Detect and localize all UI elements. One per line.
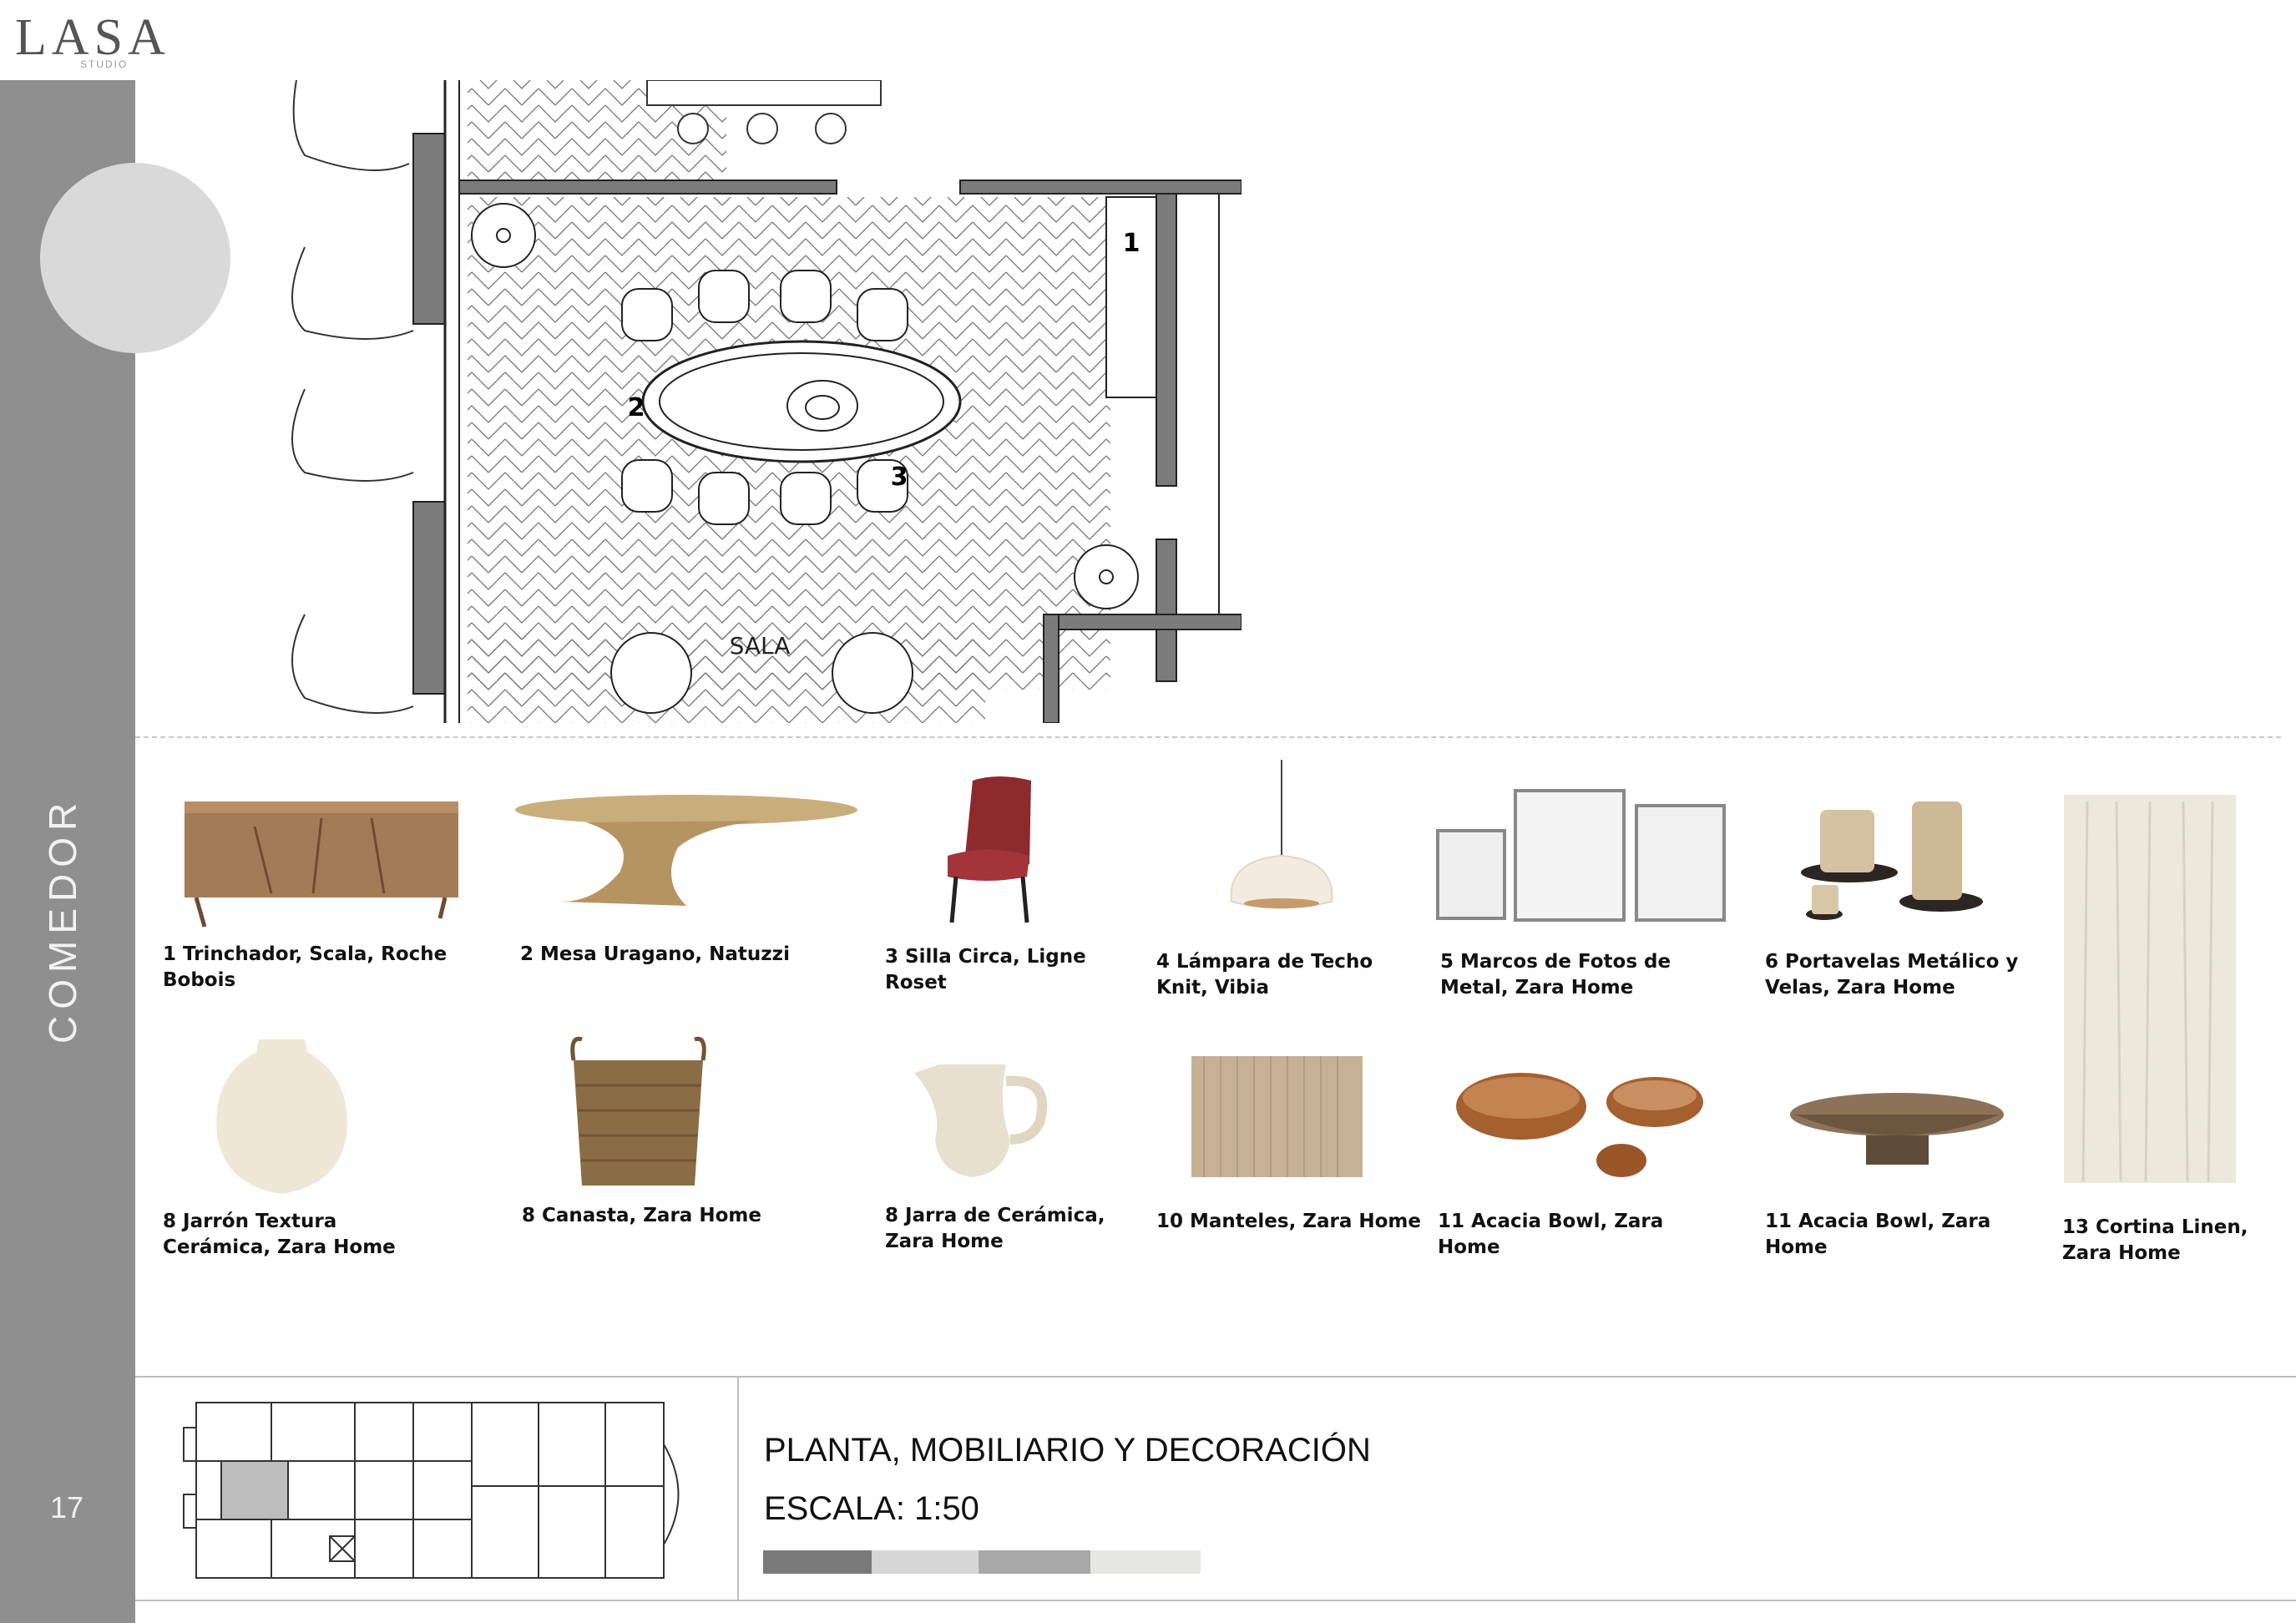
- footer-top-line: [135, 1376, 2296, 1378]
- item-caption-5: 5 Marcos de Fotos de Metal, Zara Home: [1440, 951, 1671, 999]
- lamp-image: [1230, 760, 1333, 909]
- plan-label-2: 2: [628, 393, 645, 422]
- chair-image: [948, 776, 1031, 923]
- plan-label-3: 3: [891, 463, 908, 492]
- item-caption-8-vase: 8 Jarrón Textura Cerámica, Zara Home: [163, 1211, 396, 1258]
- item-caption-11a: 11 Acacia Bowl, Zara Home: [1438, 1211, 1664, 1258]
- item-caption-8-pitcher: 8 Jarra de Cerámica, Zara Home: [885, 1205, 1105, 1252]
- color-swatch-1: [763, 1550, 872, 1574]
- sideboard-image: [185, 801, 458, 928]
- item-caption-13: 13 Cortina Linen, Zara Home: [2062, 1216, 2248, 1264]
- section-divider: [135, 736, 2281, 738]
- item-caption-4: 4 Lámpara de Techo Knit, Vibia: [1156, 951, 1373, 999]
- item-caption-8-basket: 8 Canasta, Zara Home: [522, 1205, 761, 1226]
- item-caption-3: 3 Silla Circa, Ligne Roset: [885, 946, 1086, 994]
- brand-logo-sub: STUDIO: [80, 58, 129, 70]
- pitcher-image: [914, 1064, 1048, 1177]
- table-image: [515, 795, 857, 906]
- placemats-image: [1191, 1056, 1363, 1177]
- color-swatch-2: [872, 1550, 979, 1574]
- basket-image: [570, 1036, 706, 1186]
- acacia-bowl-stand-image: [1790, 1093, 2004, 1165]
- vase-image: [216, 1039, 347, 1194]
- item-caption-6: 6 Portavelas Metálico y Velas, Zara Home: [1765, 951, 2019, 999]
- footer-scale: ESCALA: 1:50: [764, 1490, 979, 1527]
- item-caption-11b: 11 Acacia Bowl, Zara Home: [1765, 1211, 1991, 1258]
- curtain-image: [2064, 795, 2236, 1183]
- plan-label-1: 1: [1123, 229, 1140, 258]
- item-caption-10: 10 Manteles, Zara Home: [1156, 1211, 1421, 1232]
- footer-divider: [737, 1376, 739, 1600]
- item-caption-1: 1 Trinchador, Scala, Roche Bobois: [163, 943, 448, 991]
- frames-image: [1436, 789, 1726, 922]
- key-plan: [183, 1402, 680, 1579]
- page-number: 17: [49, 1490, 84, 1524]
- color-swatch-4: [1090, 1550, 1201, 1574]
- footer-bottom-line: [135, 1600, 2296, 1601]
- acacia-bowls-image: [1456, 1073, 1703, 1177]
- plan-room-label: SALA: [730, 632, 791, 660]
- item-caption-2: 2 Mesa Uragano, Natuzzi: [520, 943, 790, 965]
- color-swatch-3: [979, 1550, 1090, 1574]
- brand-logo: LASA: [15, 9, 170, 66]
- floor-plan: 1 2 3 SALA: [291, 80, 1242, 723]
- section-label: COMEDOR: [41, 796, 84, 1044]
- footer-title: PLANTA, MOBILIARIO Y DECORACIÓN: [764, 1432, 1371, 1469]
- decorative-circle: [40, 163, 230, 353]
- candleholders-image: [1801, 801, 1983, 920]
